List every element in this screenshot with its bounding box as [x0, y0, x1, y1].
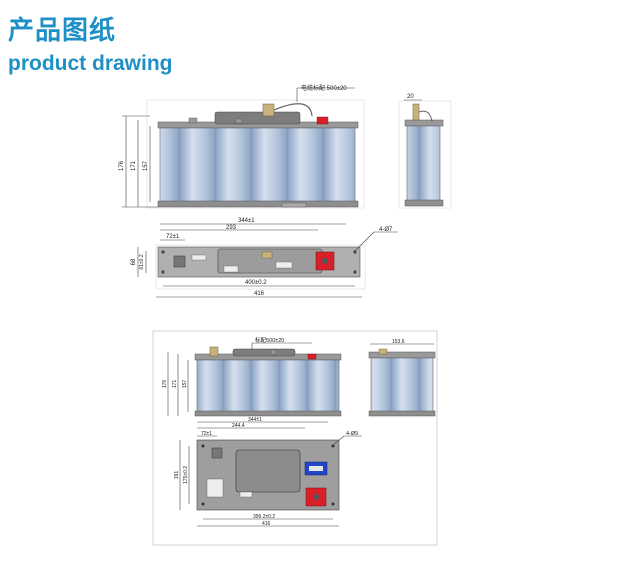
cable-length-label-1: 电缆标配 500±20: [301, 84, 347, 92]
side-view-2: [368, 348, 436, 417]
drawing-set-1: 电缆标配 500±20 176 171 157 20: [119, 84, 452, 298]
dim-width-72-1: 72±1: [166, 234, 180, 240]
drawing-frame-2: [152, 330, 438, 546]
dim-side-width-1: 20: [407, 94, 414, 100]
dim-width-344-1: 344±1: [238, 218, 255, 224]
dim-width-400-1: 400±0.2: [245, 280, 267, 286]
dim-width-344-2: 344±1: [248, 417, 262, 423]
dim-height-175-2: 175±0.2: [183, 466, 189, 484]
mounting-holes-label-1: 4-Ø7: [379, 227, 393, 233]
dim-width-72-2: 72±1: [201, 431, 212, 437]
dim-height-68-1: 68: [131, 258, 137, 265]
dim-height-171-2: 171: [172, 380, 178, 389]
dim-height-171-1: 171: [131, 160, 137, 171]
mounting-holes-label-2: 4-Ø9: [346, 431, 358, 437]
dim-height-191-2: 191: [174, 471, 180, 480]
dim-width-416-2: 416: [262, 521, 271, 527]
front-view-2: [194, 346, 342, 417]
side-view-1: [398, 100, 452, 209]
dim-width-416-1: 416: [254, 291, 265, 297]
dim-side-width-2: 153.6: [392, 339, 405, 345]
dim-height-157-2: 157: [182, 380, 188, 389]
dim-height-61-1: 61±0.2: [139, 254, 145, 269]
top-view-1: [155, 244, 366, 290]
front-view-1: [146, 99, 365, 209]
dim-height-176-2: 176: [162, 380, 168, 389]
drawing-set-2: 标配500±20 176 171 157 153.6: [152, 330, 438, 546]
page-title-chinese: 产品图纸: [8, 16, 117, 46]
dim-width-244-2: 244.4: [232, 423, 245, 429]
top-view-2: [196, 439, 340, 511]
dim-width-293-1: 293: [226, 225, 237, 231]
cable-length-label-2: 标配500±20: [255, 336, 284, 344]
dim-width-399-2: 399.2±0.2: [253, 514, 275, 520]
dim-height-157-1: 157: [143, 160, 149, 171]
dim-height-176-1: 176: [119, 160, 125, 171]
page-title-english: product drawing: [8, 52, 173, 75]
